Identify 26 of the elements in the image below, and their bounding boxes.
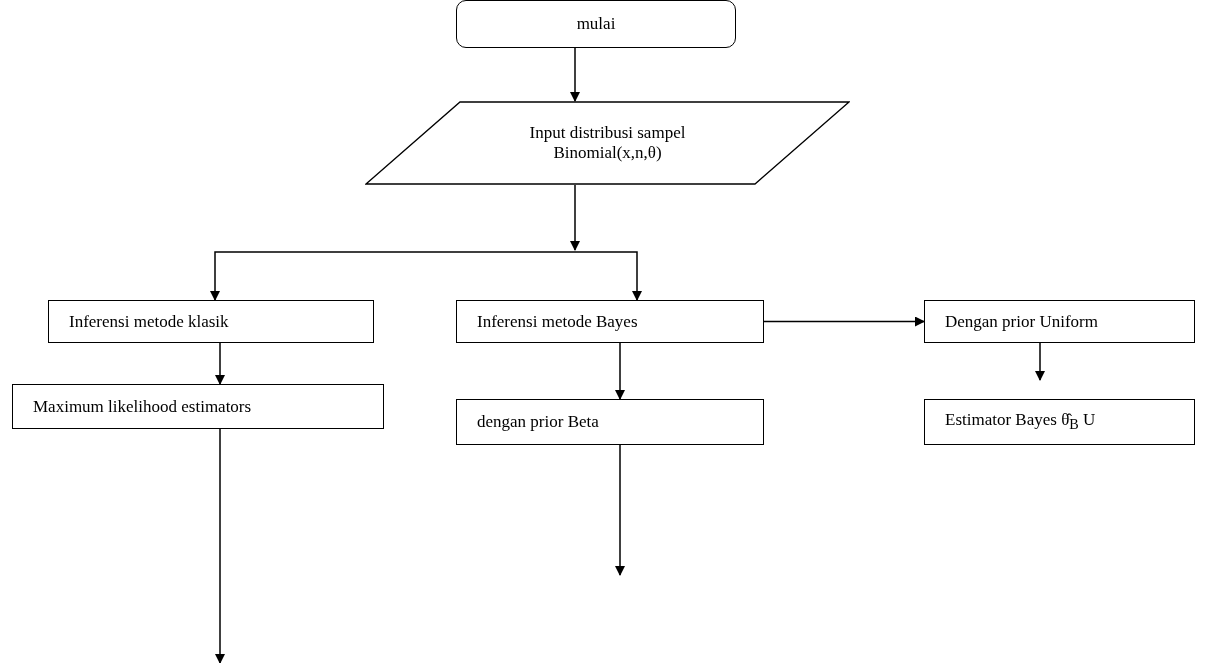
arrow (570, 47, 580, 102)
process-box (456, 399, 764, 445)
arrow (1035, 342, 1045, 381)
node-text: Maximum likelihood estimators (33, 396, 252, 417)
process-box (924, 399, 1195, 445)
node-text: Inferensi metode Bayes (477, 311, 638, 332)
arrow (763, 316, 925, 327)
arrow (615, 444, 625, 576)
process-box (12, 384, 384, 429)
input-parallelogram (365, 101, 850, 185)
node-text: Estimator Bayes θ̂$_{B}$ U (945, 410, 1096, 434)
node-text: Dengan prior Uniform (945, 311, 1098, 332)
node-text: mulai (576, 14, 616, 34)
process-box (456, 300, 764, 343)
node-text: Inferensi metode klasik (69, 311, 229, 332)
arrow (215, 342, 225, 385)
terminator-box (456, 0, 736, 48)
arrow (615, 342, 625, 400)
arrow (210, 251, 576, 301)
process-box (48, 300, 374, 343)
node-text: Input distribusi sampel Binomial(x,n,θ) (528, 123, 687, 163)
node-text: dengan prior Beta (477, 412, 599, 432)
process-box (924, 300, 1195, 343)
arrow (215, 428, 225, 663)
arrow (574, 251, 642, 301)
arrow (570, 184, 580, 251)
